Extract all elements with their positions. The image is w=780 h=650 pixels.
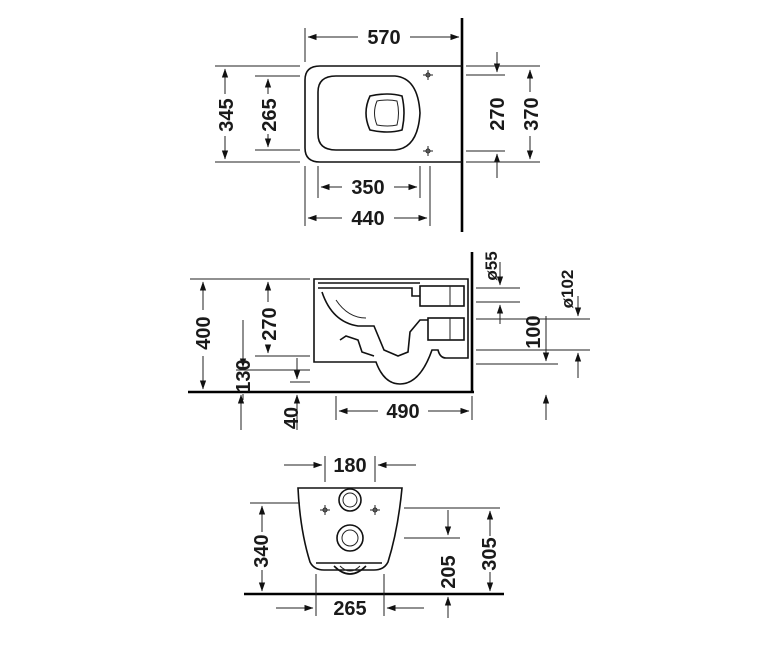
rear-outline (297, 487, 403, 571)
top-view: 570 345 265 270 370 350 (215, 18, 543, 232)
rear-fixing-left (320, 505, 330, 515)
dim-370-label: 370 (521, 97, 543, 130)
dim-100-label: 100 (523, 315, 545, 348)
side-outline (313, 278, 469, 385)
fixing-cross-top (423, 70, 433, 80)
flush-inlet (419, 285, 465, 307)
dim-400-label: 400 (193, 316, 215, 349)
dim-265-label: 265 (259, 98, 281, 131)
dim-490-label: 490 (386, 401, 419, 423)
dim-dia102-label: ø102 (558, 270, 577, 309)
seat-inner (317, 75, 421, 151)
dim-205-label: 205 (438, 555, 460, 588)
dim-265-rear-label: 265 (333, 598, 366, 620)
waste-hole (336, 524, 364, 552)
top-outline (304, 65, 462, 163)
side-view: ø55 ø102 100 400 270 130 40 (188, 251, 590, 430)
dim-40-label: 40 (281, 407, 303, 429)
rear-fixing-right (370, 505, 380, 515)
rear-view: 180 340 205 305 265 (244, 455, 504, 620)
fixing-cross-bottom (423, 146, 433, 156)
waste-outlet (427, 317, 465, 341)
dim-dia55-label: ø55 (482, 251, 501, 280)
dim-270-top-label: 270 (487, 97, 509, 130)
dim-340-label: 340 (251, 534, 273, 567)
dim-305-label: 305 (479, 537, 501, 570)
dim-350-label: 350 (351, 177, 384, 199)
dim-570-label: 570 (367, 27, 400, 49)
dim-270-side-label: 270 (259, 307, 281, 340)
dim-345-label: 345 (216, 98, 238, 131)
bowl-opening (365, 93, 405, 133)
dim-440-label: 440 (351, 208, 384, 230)
dim-130-label: 130 (233, 359, 255, 392)
dim-180-label: 180 (333, 455, 366, 477)
flush-hole (338, 488, 362, 512)
